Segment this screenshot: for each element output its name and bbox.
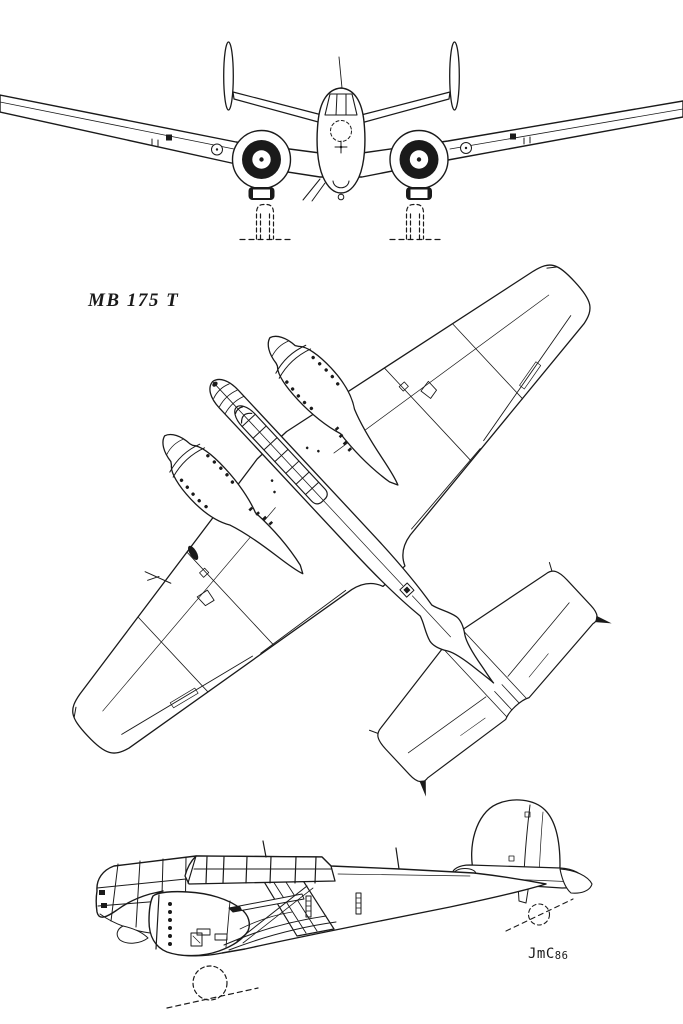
- pitot-plan: [144, 571, 172, 584]
- plan-view-drawing: [72, 264, 612, 797]
- nose-glazing-plan: [213, 383, 244, 415]
- nacelle-left-plan: [162, 433, 304, 575]
- plan-canopy: [234, 405, 328, 505]
- chin-pod: [116, 925, 149, 944]
- fuselage-hatch: [399, 582, 415, 598]
- pitot-front: [302, 178, 326, 202]
- front-view-drawing: [0, 41, 683, 241]
- side-view-drawing: [95, 799, 593, 1009]
- front-canopy: [324, 93, 358, 116]
- gear-ghost-side-tail: [505, 898, 574, 932]
- antenna-mast-front: [338, 56, 343, 89]
- nacelle-side: [148, 890, 250, 957]
- gear-ghost-side-main: [166, 965, 259, 1009]
- gear-ghost-right: [389, 203, 441, 241]
- landing-light-plan: [188, 545, 199, 560]
- signature-year: 86: [555, 950, 569, 962]
- nacelle-right-front: [389, 129, 449, 200]
- aircraft-designation-label: MB 175 T: [87, 290, 179, 311]
- antenna-mast-side-front: [262, 840, 267, 858]
- fin-right-front: [449, 41, 460, 111]
- signature-initials: JmC: [528, 946, 555, 962]
- wing-root-side: [190, 878, 362, 951]
- antenna-mast-side-rear: [395, 847, 400, 870]
- fin-left-front: [223, 41, 234, 111]
- artist-signature: JmC86: [528, 946, 568, 962]
- gear-ghost-left: [239, 203, 291, 241]
- nacelle-left-front: [231, 129, 292, 200]
- side-canopy: [184, 840, 400, 885]
